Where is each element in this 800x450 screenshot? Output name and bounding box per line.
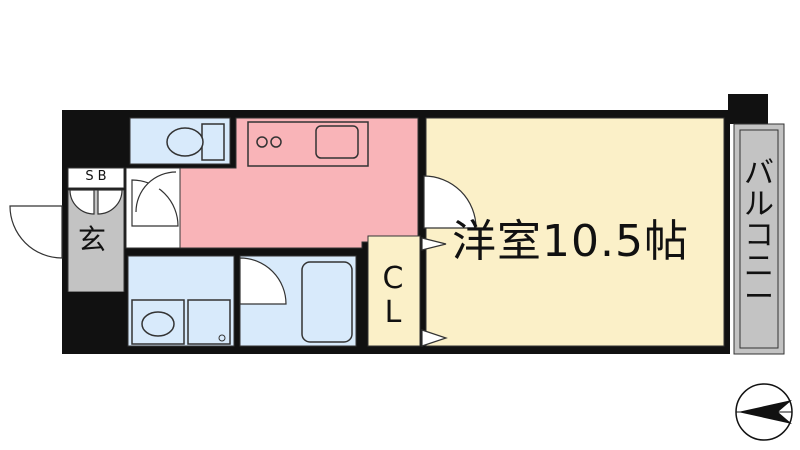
western-room-label: 洋室10.5帖 xyxy=(452,216,689,267)
stove-burner-icon xyxy=(270,136,282,148)
washbasin xyxy=(141,311,175,337)
shoe-box-door-swing xyxy=(69,189,95,215)
balcony-char: ー xyxy=(744,280,774,315)
closet-label: C L xyxy=(365,262,421,330)
entrance-label: 玄 xyxy=(78,223,107,256)
toilet-tank xyxy=(201,123,225,161)
entrance-door-swing xyxy=(9,205,63,259)
shoe-box-door-swing xyxy=(97,189,123,215)
closet-door-mark xyxy=(421,237,447,251)
entrance-wall-lower xyxy=(62,292,126,354)
bathtub xyxy=(301,261,353,343)
closet-label-c: C xyxy=(382,261,404,296)
room-door-swing xyxy=(423,175,477,229)
balcony-wall-corner xyxy=(728,94,768,124)
balcony-inner xyxy=(739,129,779,349)
balcony-char: コ xyxy=(744,218,774,253)
stove-burner-icon xyxy=(256,136,268,148)
washroom-door-swing xyxy=(239,257,287,305)
drain-icon xyxy=(218,334,226,342)
closet-door-mark xyxy=(421,329,448,347)
closet-floor xyxy=(367,235,421,347)
balcony-label: バ ル コ ニ ー xyxy=(742,158,776,313)
balcony-char: ニ xyxy=(744,249,774,284)
wall-block-left xyxy=(62,110,126,170)
balcony-char: ル xyxy=(744,187,774,222)
washing-machine-space xyxy=(187,299,231,345)
balcony-char: バ xyxy=(744,156,774,191)
closet-label-l: L xyxy=(384,295,402,330)
compass-icon xyxy=(735,383,793,441)
shoe-box xyxy=(67,167,125,189)
shoe-box-label: SB xyxy=(85,169,111,184)
kitchen-sink xyxy=(315,125,359,159)
toilet-door-swing xyxy=(135,171,177,213)
western-room-floor xyxy=(425,117,725,347)
toilet-bowl xyxy=(166,127,204,157)
